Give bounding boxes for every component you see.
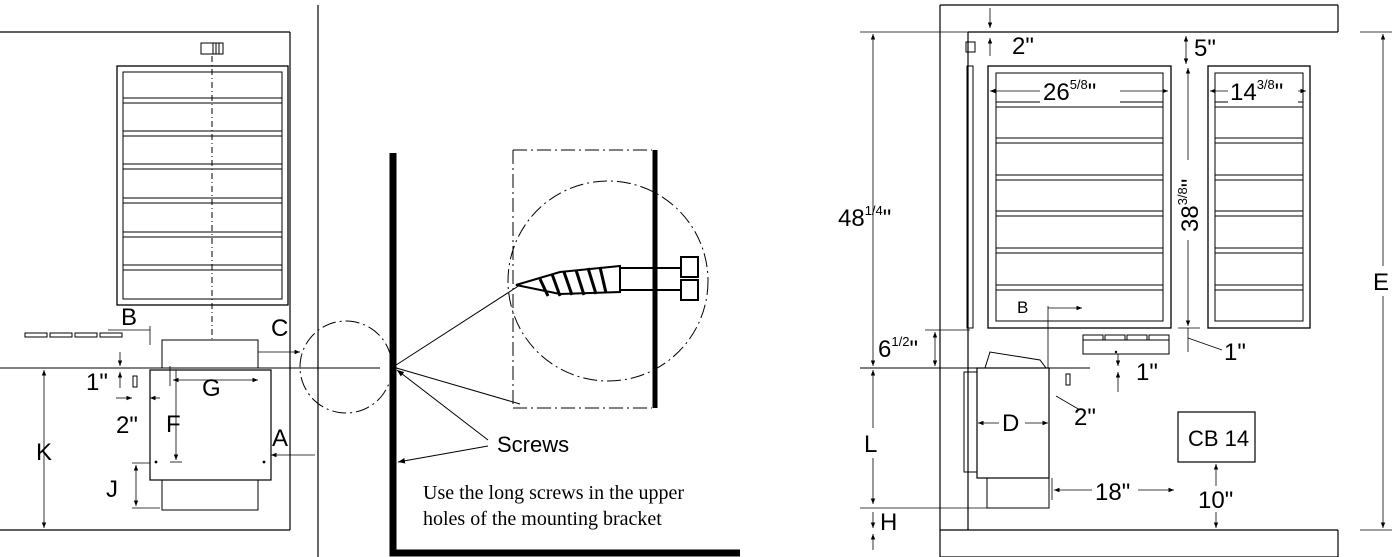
right-heater-side [963, 371, 978, 473]
dim-letter-g: G [202, 375, 221, 402]
right-view: 2" 5" 481/4" 265/8" 143/8" 383/8" B [838, 4, 1394, 557]
dim-door-height: 383/8" [1175, 179, 1204, 232]
dim-total-height: 481/4" [838, 203, 891, 232]
screw-illustration [515, 256, 699, 301]
dim-side-gap: 61/2" [878, 334, 918, 363]
dim-heater-side: 2" [1074, 404, 1096, 431]
dim-cb-clearance: 10" [1198, 487, 1233, 514]
left-view: B K J F G 1" 2" C [0, 5, 393, 557]
dim-two-inch: 2" [116, 412, 138, 439]
middle-view: Screws Use the long screws in the upper … [389, 149, 740, 557]
window-outer-frame [116, 65, 289, 306]
cb14-label: CB 14 [1188, 426, 1249, 451]
dim-letter-k: K [36, 439, 52, 466]
dim-width-large: 265/8" [1043, 77, 1096, 106]
cb14-control-box [1177, 411, 1256, 463]
dim-letter-e: E [1373, 269, 1389, 296]
vertical-trim [966, 65, 974, 329]
window-slats [122, 97, 283, 271]
dim-top-clear: 2" [1012, 33, 1034, 60]
dim-top-gap: 5" [1194, 35, 1216, 62]
detail-circle-large [507, 180, 709, 382]
dim-letter-a: A [272, 425, 288, 452]
dim-letter-f: F [166, 411, 181, 438]
screws-label: Screws [497, 432, 569, 457]
dim-letter-c: C [271, 315, 288, 342]
thermostat-sensor [200, 42, 224, 55]
dim-one-inch: 1" [86, 369, 108, 396]
window-inner-frame [122, 71, 283, 300]
note-line-2: holes of the mounting bracket [423, 508, 662, 530]
right-window-small-slats [1214, 101, 1304, 291]
heater-base [161, 479, 259, 511]
dim-under-gap: 1" [1224, 339, 1246, 366]
right-window-large-slats [995, 101, 1164, 291]
dim-floor-distance: 18" [1095, 479, 1130, 506]
heater-top-guard [161, 339, 259, 369]
dim-letter-d: D [1002, 410, 1019, 437]
right-heater-base [986, 477, 1050, 509]
note-line-1: Use the long screws in the upper [423, 482, 684, 504]
bench-slat-row [24, 332, 123, 338]
dim-width-small: 143/8" [1230, 77, 1283, 106]
dim-letter-l: L [864, 431, 877, 458]
dim-heater-gap: 1" [1136, 359, 1158, 386]
dim-letter-b-right: B [1017, 298, 1028, 317]
dim-letter-b: B [121, 304, 137, 331]
detail-circle-small [299, 320, 393, 414]
dim-letter-h: H [880, 509, 897, 536]
dim-letter-j: J [106, 476, 118, 503]
bracket-hole [132, 375, 138, 388]
right-heater-top [984, 351, 1047, 369]
right-bench [1082, 339, 1170, 355]
right-window-small [1207, 65, 1311, 329]
right-window-large [987, 65, 1172, 329]
right-bench-slats [1082, 334, 1170, 341]
right-sensor [965, 41, 976, 53]
mounting-bracket [389, 153, 740, 557]
